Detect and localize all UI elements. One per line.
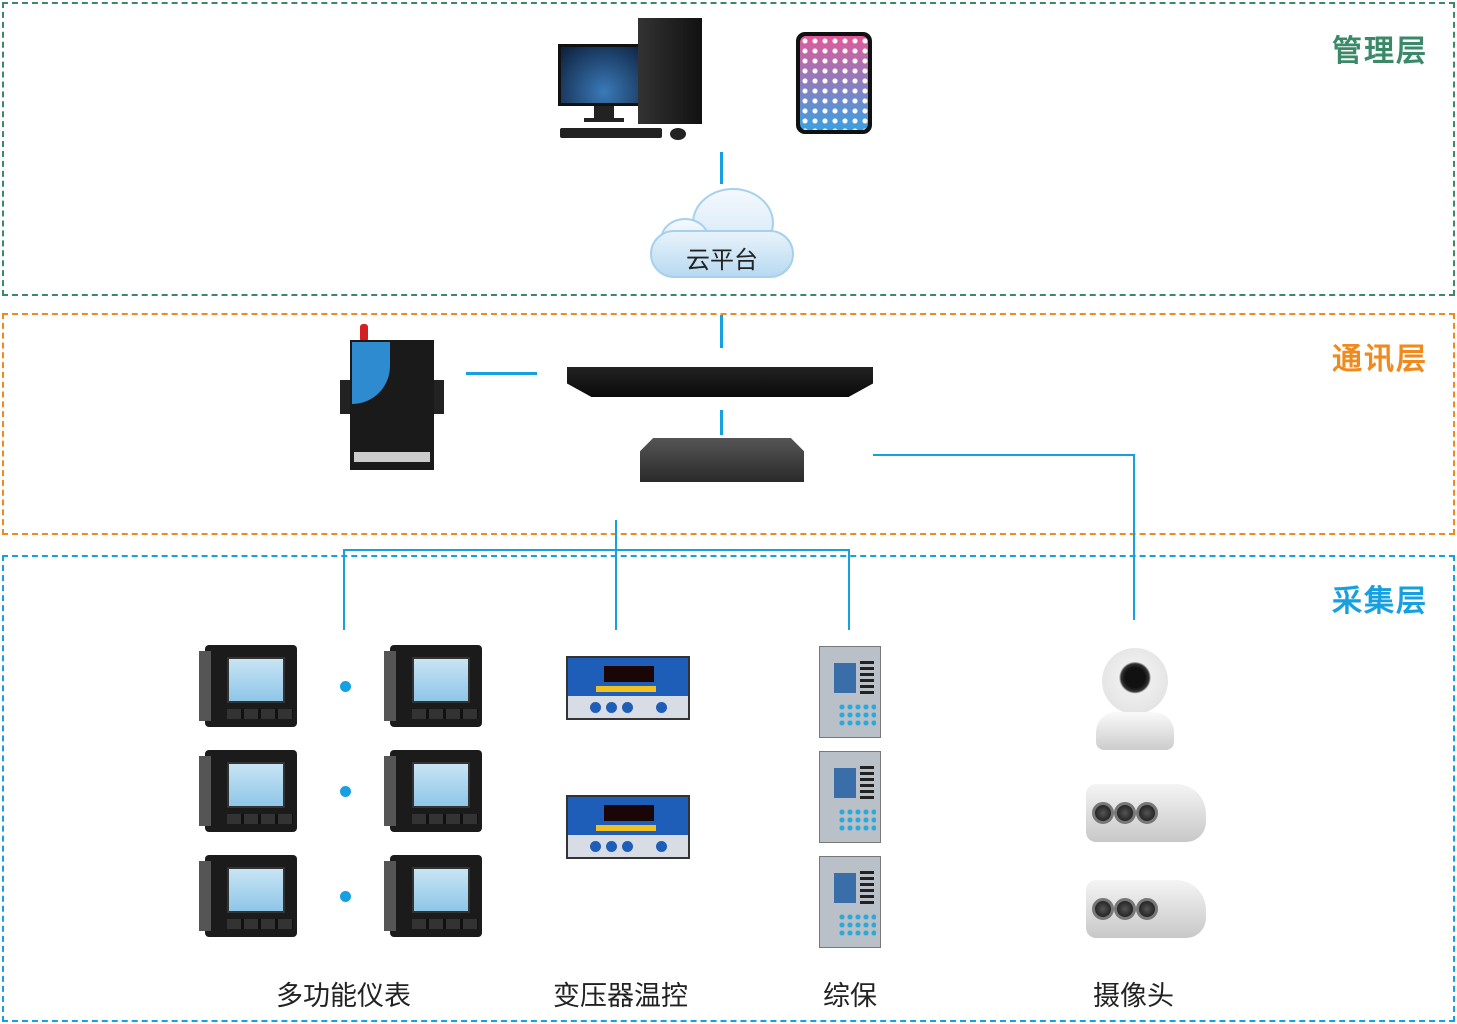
communication-layer-label: 通讯层: [1332, 342, 1428, 377]
multifunction-meter: [199, 855, 297, 937]
multifunction-meter: [199, 645, 297, 727]
multifunction-meter: [384, 645, 482, 727]
connector-line: [873, 454, 1135, 456]
connector-line: [615, 520, 617, 630]
desktop-computer-icon: [558, 18, 704, 142]
dome-camera: [1096, 648, 1174, 750]
transformer-temp-controller: [566, 795, 690, 859]
collection-layer: [2, 555, 1455, 1022]
ellipsis-dot: [340, 891, 351, 902]
cloud-platform: 云平台: [650, 188, 794, 280]
bullet-camera: [1086, 784, 1206, 842]
protection-caption: 综保: [823, 981, 877, 1012]
connector-line: [466, 372, 537, 375]
management-layer-label: 管理层: [1332, 34, 1428, 69]
camera-caption: 摄像头: [1093, 981, 1174, 1012]
server-device: [640, 438, 804, 482]
connector-line: [343, 549, 345, 630]
meters-caption: 多功能仪表: [276, 981, 411, 1012]
transformer-temp-controller: [566, 656, 690, 720]
protection-relay: [819, 751, 881, 843]
collection-layer-label: 采集层: [1332, 584, 1428, 619]
multifunction-meter: [384, 855, 482, 937]
multifunction-meter: [384, 750, 482, 832]
communication-layer: [2, 313, 1455, 535]
protection-relay: [819, 856, 881, 948]
connector-line: [720, 152, 723, 184]
protection-relay: [819, 646, 881, 738]
management-layer: [2, 2, 1455, 296]
cloud-label: 云平台: [686, 246, 758, 274]
transformer-caption: 变压器温控: [553, 981, 688, 1012]
iot-gateway-device: [340, 324, 444, 472]
ellipsis-dot: [340, 681, 351, 692]
smartphone-icon: [796, 32, 872, 134]
connector-line: [343, 549, 850, 551]
connector-line: [720, 315, 723, 348]
multifunction-meter: [199, 750, 297, 832]
ellipsis-dot: [340, 786, 351, 797]
connector-line: [720, 410, 723, 435]
connector-line: [848, 549, 850, 630]
net-controller-device: [567, 367, 873, 397]
bullet-camera: [1086, 880, 1206, 938]
connector-line: [1133, 454, 1135, 620]
